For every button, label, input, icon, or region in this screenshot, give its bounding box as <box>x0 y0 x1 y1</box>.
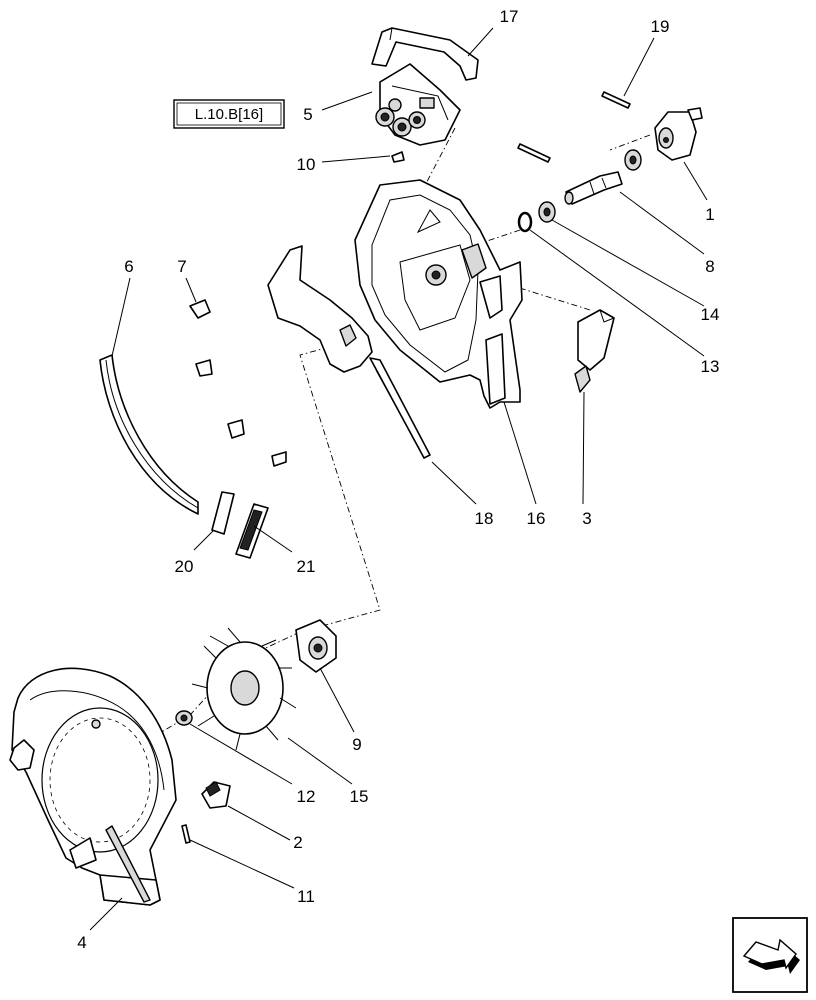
callout-11: 11 <box>297 887 315 906</box>
callout-19: 19 <box>651 17 670 36</box>
callout-6: 6 <box>124 257 133 276</box>
part-11-pin <box>181 824 191 844</box>
part-17-bracket <box>371 27 479 81</box>
callout-13: 13 <box>701 357 720 376</box>
callout-21: 21 <box>297 557 316 576</box>
part-16-fan-housing <box>354 179 523 409</box>
navigation-arrow-icon[interactable] <box>732 917 808 993</box>
reference-label: L.10.B[16] <box>195 106 263 123</box>
part-10-screw <box>391 151 405 163</box>
callout-14: 14 <box>701 305 720 324</box>
callout-15: 15 <box>350 787 369 806</box>
part-6-curved-strip <box>99 354 199 515</box>
callout-9: 9 <box>352 735 361 754</box>
part-3-latch <box>574 309 615 393</box>
part-18-deflector <box>267 245 431 459</box>
part-9-hub <box>295 619 337 673</box>
part-7-clips <box>189 299 287 467</box>
callout-17: 17 <box>500 7 519 26</box>
bearing-upper <box>624 149 642 171</box>
callout-18: 18 <box>475 509 494 528</box>
part-20-strip <box>211 491 235 535</box>
callout-2: 2 <box>293 833 302 852</box>
callout-7: 7 <box>177 257 186 276</box>
callout-5: 5 <box>303 105 312 124</box>
callout-16: 16 <box>527 509 546 528</box>
callout-4: 4 <box>77 933 86 952</box>
reference-box: L.10.B[16] <box>173 99 285 129</box>
callout-20: 20 <box>175 557 194 576</box>
part-4-fan-cover <box>9 667 177 906</box>
callout-8: 8 <box>705 257 714 276</box>
callout-labels: 1 2 3 4 5 6 7 8 9 10 11 12 13 14 15 16 1… <box>77 7 719 952</box>
callout-3: 3 <box>582 509 591 528</box>
small-pin <box>517 143 551 163</box>
callout-12: 12 <box>297 787 316 806</box>
part-19-pin <box>601 91 631 109</box>
callout-1: 1 <box>705 205 714 224</box>
part-5-assembly <box>375 63 461 146</box>
part-8-shaft <box>564 171 623 205</box>
leader-lines <box>89 27 708 931</box>
callout-10: 10 <box>297 155 316 174</box>
part-15-impeller <box>191 627 297 751</box>
part-14-bearing <box>538 201 556 223</box>
part-12-washer <box>175 710 193 726</box>
part-13-ring <box>517 211 533 233</box>
part-2-clip <box>201 781 231 809</box>
part-21-strip <box>235 503 269 559</box>
part-1-housing <box>654 107 703 161</box>
